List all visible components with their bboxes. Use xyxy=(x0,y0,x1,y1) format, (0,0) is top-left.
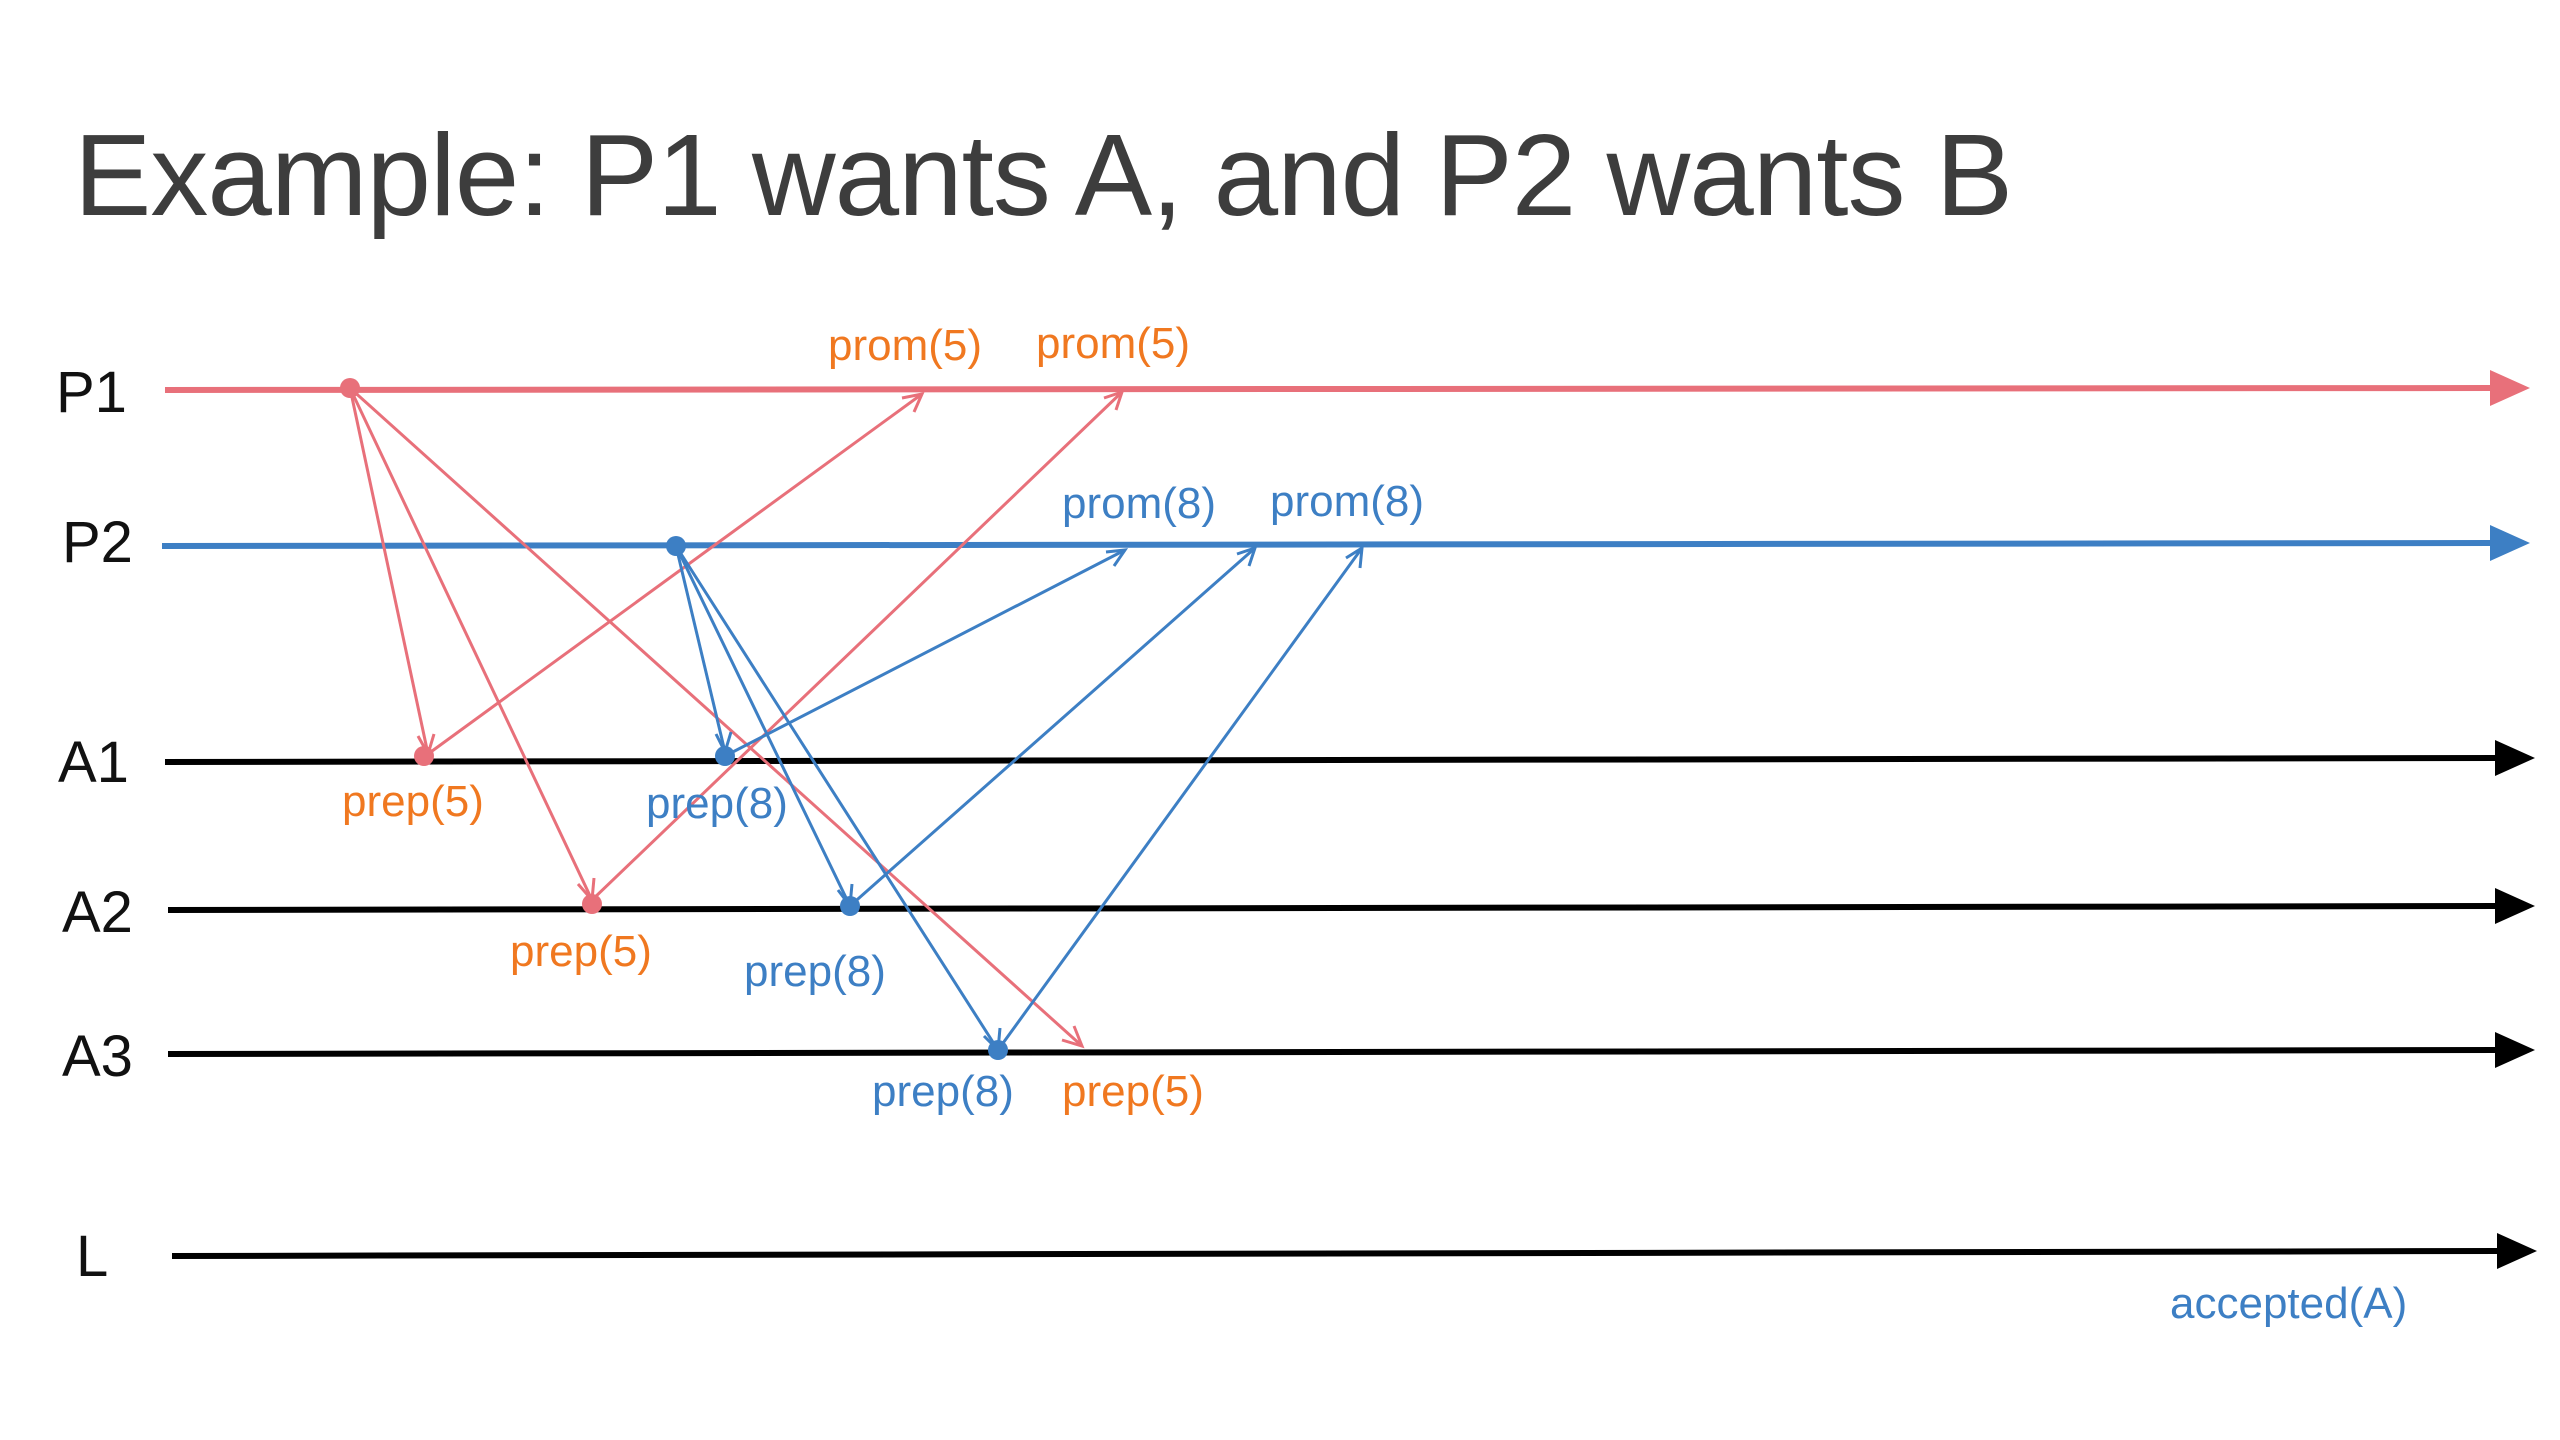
timeline-l xyxy=(171,1233,2537,1269)
lane-label-p2: P2 xyxy=(62,510,133,575)
a2-prep5-dot xyxy=(582,894,602,914)
p2-send-dot xyxy=(666,536,686,556)
timeline-a2 xyxy=(167,888,2535,924)
a3-prep8-dot xyxy=(988,1040,1008,1060)
p1-promise-messages xyxy=(427,389,1125,902)
label-accepted: accepted(A) xyxy=(2170,1279,2407,1328)
lane-label-l: L xyxy=(76,1224,108,1289)
lane-label-a3: A3 xyxy=(62,1024,133,1089)
slide-title: Example: P1 wants A, and P2 wants B xyxy=(74,110,2013,240)
timeline-a1 xyxy=(164,740,2535,776)
timeline-p1 xyxy=(164,370,2530,406)
lane-label-a2: A2 xyxy=(62,880,133,945)
label-prep8-a2: prep(8) xyxy=(744,947,886,996)
label-prep5-a2: prep(5) xyxy=(510,927,652,976)
label-prep8-a3: prep(8) xyxy=(872,1067,1014,1116)
label-prom5-first: prom(5) xyxy=(828,321,982,370)
label-prom5-second: prom(5) xyxy=(1036,319,1190,368)
label-prom8-first: prom(8) xyxy=(1062,479,1216,528)
lane-label-a1: A1 xyxy=(58,730,129,795)
p2-promise-messages xyxy=(724,545,1364,1051)
timeline-p2 xyxy=(161,525,2530,561)
a2-prep8-dot xyxy=(840,896,860,916)
label-prep5-a1: prep(5) xyxy=(342,777,484,826)
label-prom8-second: prom(8) xyxy=(1270,477,1424,526)
lane-label-p1: P1 xyxy=(56,360,127,425)
label-prep8-a1: prep(8) xyxy=(646,779,788,828)
label-prep5-a3: prep(5) xyxy=(1062,1067,1204,1116)
a1-prep5-dot xyxy=(414,746,434,766)
timeline-a3 xyxy=(167,1032,2535,1068)
p1-send-dot xyxy=(340,378,360,398)
a1-prep8-dot xyxy=(715,746,735,766)
